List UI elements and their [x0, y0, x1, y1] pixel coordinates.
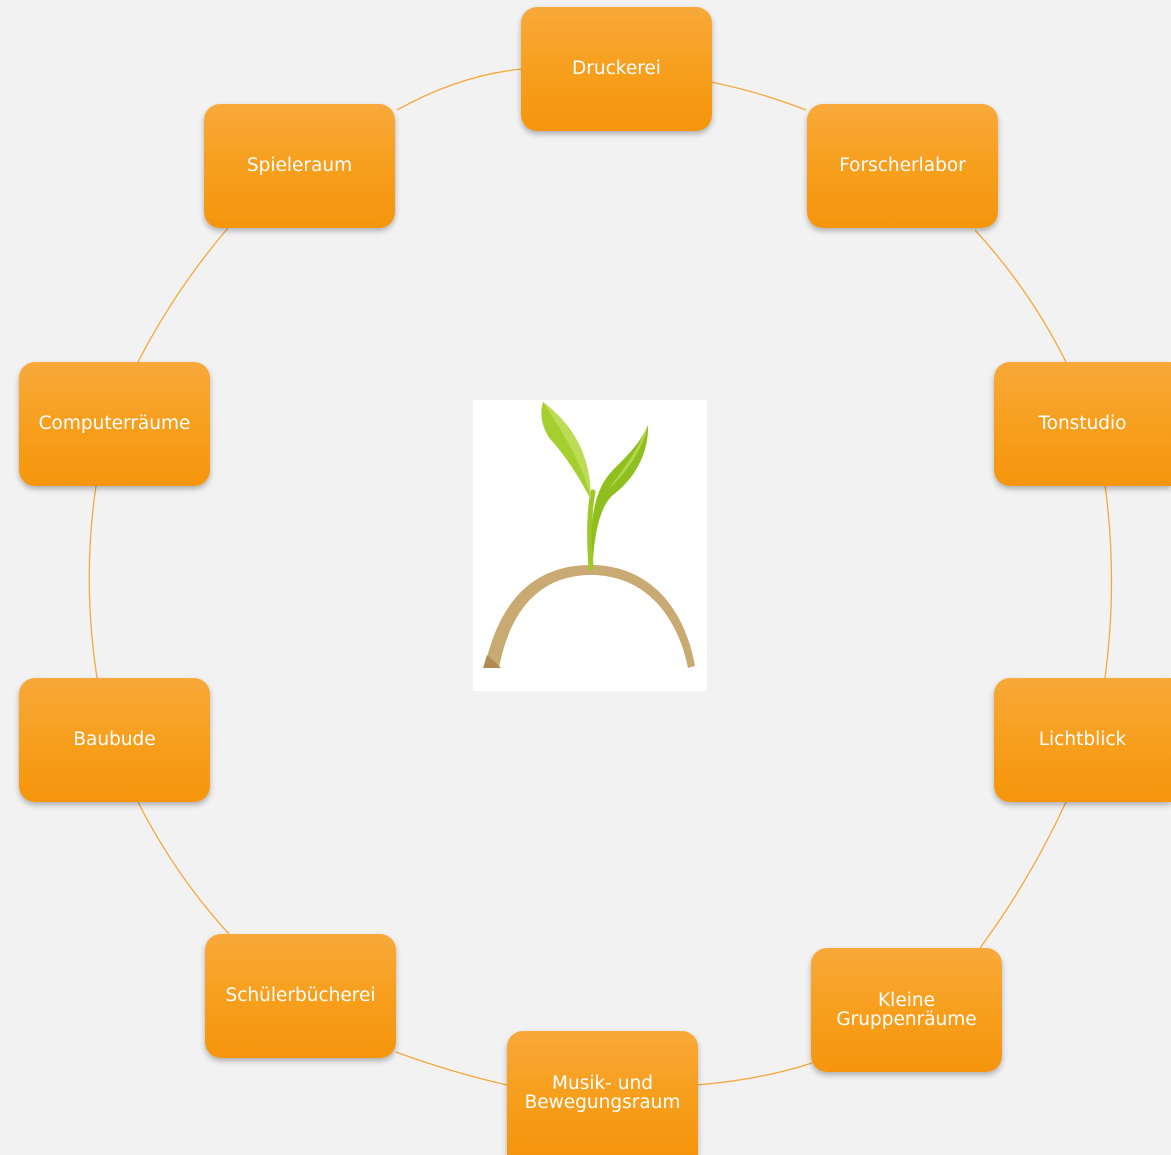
- ring-arc: [88, 485, 98, 679]
- node-baubude: Baubude: [19, 678, 210, 802]
- node-label: Druckerei: [572, 58, 661, 80]
- node-label: Lichtblick: [1038, 729, 1127, 751]
- sprout-logo-icon: [483, 402, 695, 668]
- ring-arc: [396, 68, 523, 111]
- ring-arc: [974, 229, 1067, 363]
- node-label: Tonstudio: [1038, 413, 1127, 435]
- node-label: Computerräume: [38, 413, 191, 435]
- node-label: Schülerbücherei: [225, 985, 376, 1007]
- node-druckerei: Druckerei: [521, 7, 712, 131]
- ring-arc: [695, 1062, 813, 1086]
- ring-arc: [1104, 484, 1113, 679]
- ring-arc: [137, 227, 229, 363]
- node-spieleraum: Spieleraum: [204, 104, 395, 228]
- node-lichtblick: Lichtblick: [994, 678, 1171, 802]
- ring-arc: [137, 801, 230, 935]
- ring-arc: [979, 801, 1067, 949]
- node-label: Forscherlabor: [839, 155, 966, 177]
- ring-arc: [395, 1051, 508, 1086]
- node-label: Musik- und Bewegungsraum: [524, 1072, 681, 1113]
- node-schuelerbuecherei: Schülerbücherei: [205, 934, 396, 1058]
- node-label: Kleine Gruppenräume: [836, 989, 977, 1030]
- node-label: Spieleraum: [246, 155, 353, 177]
- center-logo-image: [473, 400, 707, 691]
- node-computerraeume: Computerräume: [19, 362, 210, 486]
- ring-arc: [710, 81, 807, 111]
- node-musik-bewegungsraum: Musik- und Bewegungsraum: [507, 1031, 698, 1155]
- node-tonstudio: Tonstudio: [994, 362, 1171, 486]
- node-forscherlabor: Forscherlabor: [807, 104, 998, 228]
- node-kleine-gruppenraeume: Kleine Gruppenräume: [811, 948, 1002, 1072]
- node-label: Baubude: [73, 729, 156, 751]
